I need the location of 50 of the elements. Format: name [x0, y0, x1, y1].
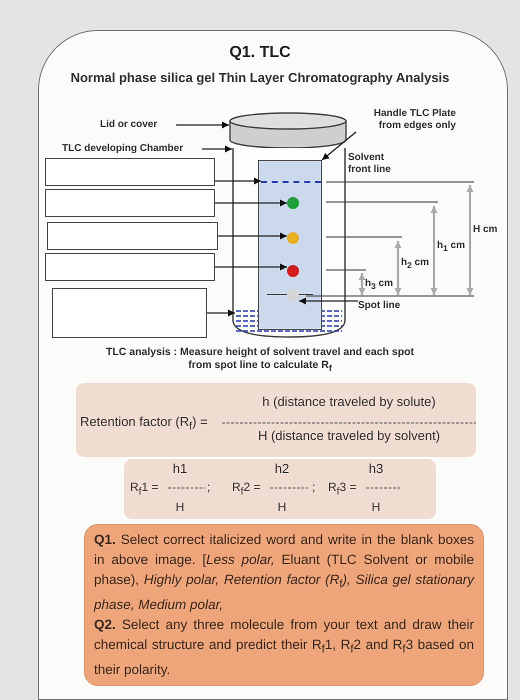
- answer-box: [45, 253, 215, 281]
- dimension-label: h$_{3}$ cm: [365, 278, 394, 292]
- formula-text: H: [174, 500, 186, 514]
- formula-text: H (distance traveled by solvent): [256, 428, 442, 444]
- arrow: [218, 232, 287, 240]
- callout-text: Handle TLC Plate from edges only: [356, 108, 456, 132]
- question-text: Q1. Select correct italicized word and write in the blank boxes in above image. [Less polar, Eluant (TLC Solvent or mobile phase), Highly polar, Retention factor (R$_{f}$), Silica gel stationary phase, Medium polar,: [94, 531, 474, 614]
- answer-box: [47, 222, 218, 250]
- sample-spot: [287, 232, 299, 244]
- formula-text: ;: [207, 480, 212, 494]
- formula-text: R$_{f}$3 =: [328, 480, 358, 500]
- arrow: [202, 146, 232, 152]
- dimension-label: h$_{1}$ cm: [437, 240, 466, 254]
- arrow: [299, 298, 358, 304]
- title: Q1. TLC: [228, 44, 292, 62]
- caption-text: TLC analysis : Measure height of solvent travel and each spot from spot line to calculate R$_{f}$: [104, 346, 416, 376]
- callout-text: TLC developing Chamber: [62, 143, 202, 155]
- formula-text: h2: [274, 461, 290, 477]
- callout-text: Lid or cover: [100, 119, 176, 131]
- arrow: [322, 132, 356, 160]
- arrow: [207, 310, 235, 316]
- question-text: Q2. Select any three molecule from your text and draw their chemical structure and predict their R$_{f}$1, R$_{f}$2 and R$_{f}$3 based on their polarity.: [94, 616, 474, 679]
- solvent-front-line: [261, 181, 321, 185]
- formula-text: R$_{f}$1 =: [130, 480, 160, 500]
- subtitle: Normal phase silica gel Thin Layer Chromatography Analysis: [70, 70, 450, 86]
- arrow: [176, 122, 229, 128]
- formula-text: h3: [368, 461, 384, 477]
- formula-text: Retention factor (R$_{f}$) =: [80, 414, 209, 435]
- arrow: [215, 178, 261, 184]
- formula-text: h (distance traveled by solute): [261, 394, 437, 410]
- dimension-label: H cm: [473, 224, 498, 236]
- tlc-plate: [258, 160, 322, 330]
- formula-text: R$_{f}$2 =: [232, 480, 262, 500]
- formula-text: H: [370, 500, 382, 514]
- callout-text: Spot line: [358, 300, 418, 312]
- arrow: [215, 264, 287, 270]
- chamber-drawing: [232, 148, 346, 338]
- sample-spot: [287, 289, 299, 301]
- formula-text: ;: [312, 480, 316, 494]
- answer-box: [45, 158, 215, 186]
- lid-drawing: [229, 112, 347, 148]
- formula-text: H: [276, 500, 288, 514]
- sample-spot: [287, 197, 299, 209]
- answer-box: [52, 288, 207, 338]
- formula-text: h1: [172, 461, 188, 477]
- sample-spot: [287, 265, 299, 277]
- answer-box: [45, 189, 215, 217]
- arrow: [215, 200, 287, 206]
- caption-text: Solvent front line: [348, 152, 392, 176]
- dimension-label: h$_{2}$ cm: [401, 257, 430, 271]
